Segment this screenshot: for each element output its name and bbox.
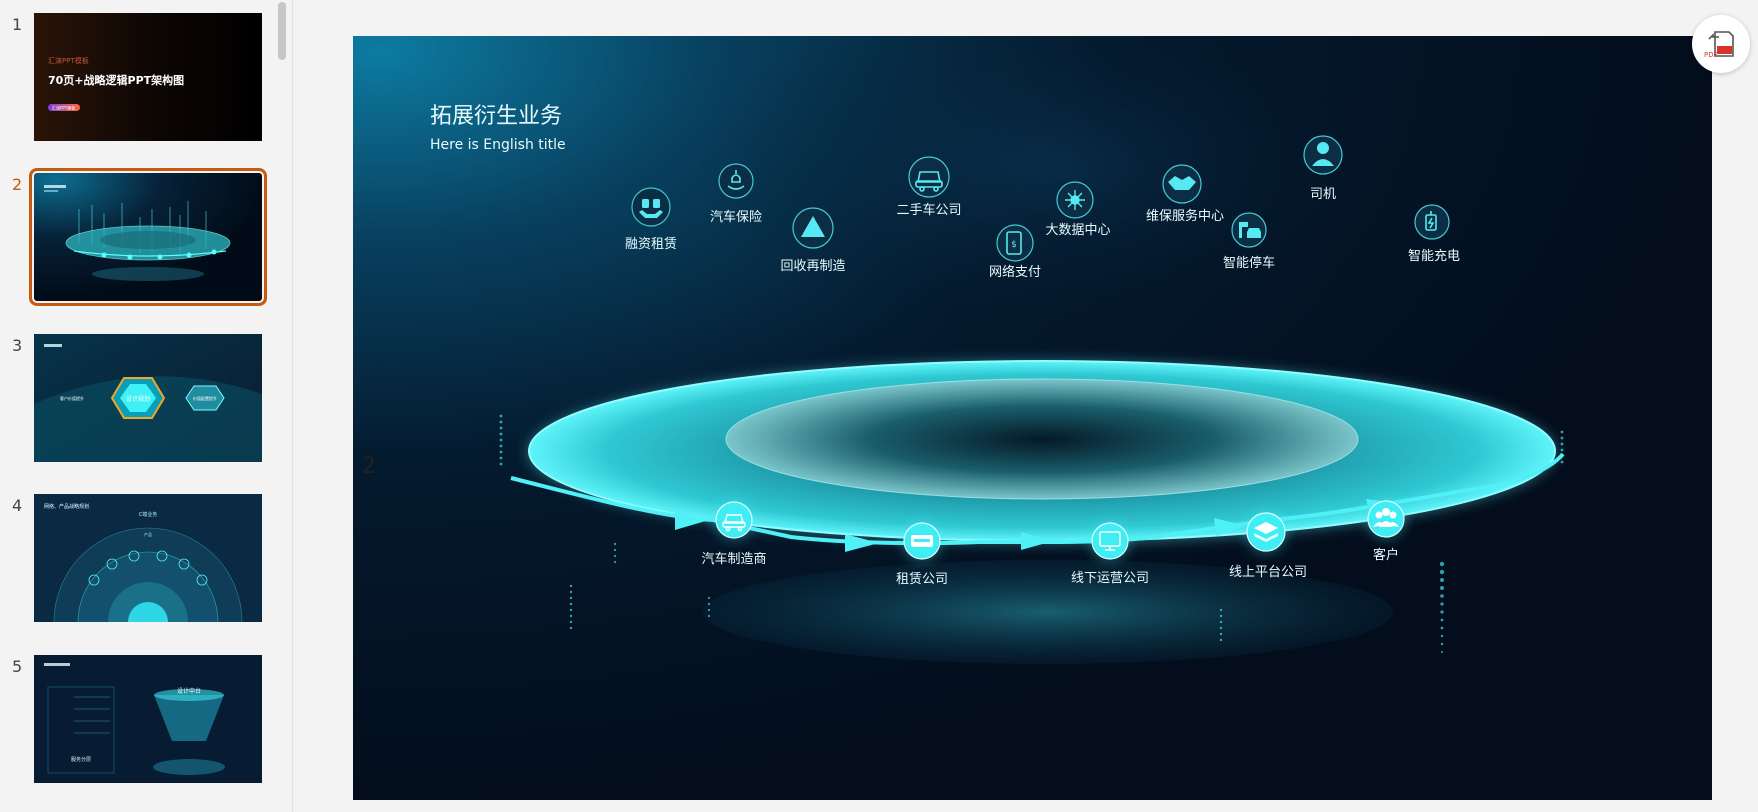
chain-node-customer[interactable]: 客户 xyxy=(1366,499,1406,563)
service-label: 回收再制造 xyxy=(780,259,845,274)
lower-disc xyxy=(703,560,1393,664)
chain-node-offline-operator[interactable]: 线下运营公司 xyxy=(1071,521,1149,586)
users-icon xyxy=(1373,508,1399,527)
thumbnail-3-preview: 设计规划 价值配置提升 客户价值提升 xyxy=(34,334,262,462)
service-node-maintenance-center[interactable]: 维保服务中心 xyxy=(1146,164,1224,224)
chain-label: 线下运营公司 xyxy=(1071,571,1149,586)
service-node-financial-leasing[interactable]: 融资租赁 xyxy=(625,187,677,252)
car-icon xyxy=(915,171,943,192)
pdf-label: PDF xyxy=(1704,51,1718,59)
service-label: 司机 xyxy=(1310,187,1336,202)
service-node-car-insurance[interactable]: 汽车保险 xyxy=(710,163,762,225)
service-label: 智能停车 xyxy=(1223,255,1275,271)
thumbnail-row-3[interactable]: 3 设计规划 价值配置提升 客户价值提升 xyxy=(0,334,280,464)
handshake-icon xyxy=(639,199,663,218)
service-label: 二手车公司 xyxy=(896,202,961,218)
thumbnail-number: 5 xyxy=(12,657,23,676)
export-pdf-button[interactable]: PDF xyxy=(1692,15,1750,73)
parking-icon xyxy=(1239,222,1261,238)
data-network-icon xyxy=(1065,190,1085,210)
chain-node-rental-company[interactable]: 租赁公司 xyxy=(896,521,948,587)
car-icon xyxy=(722,514,746,532)
insurance-hand-icon xyxy=(727,170,745,190)
thumbnail-3-left-label: 客户价值提升 xyxy=(60,395,84,401)
dot-decorations xyxy=(499,414,1564,653)
thumbnail-4-center-label: C端业务 xyxy=(139,511,158,518)
service-handshake-icon xyxy=(1168,176,1196,190)
chain-node-car-manufacturer[interactable]: 汽车制造商 xyxy=(701,500,767,567)
service-label: 维保服务中心 xyxy=(1146,208,1224,224)
slide-thumbnail-5[interactable]: 设计中台 服务分层 xyxy=(34,655,262,783)
svg-text:$: $ xyxy=(1011,240,1017,250)
slide-thumbnail-4[interactable]: 网络、产品战略规划 C端业务 产品 xyxy=(34,494,262,622)
slide-subtitle[interactable]: Here is English title xyxy=(430,137,566,153)
thumbnail-row-4[interactable]: 4 网络、产品战略规划 C端业务 产品 xyxy=(0,494,280,624)
service-node-recycling-remanufacture[interactable]: 回收再制造 xyxy=(780,207,846,274)
thumbnail-number: 4 xyxy=(12,496,23,515)
recycle-triangle-icon xyxy=(801,216,825,237)
service-label: 智能充电 xyxy=(1408,248,1460,264)
service-node-big-data-center[interactable]: 大数据中心 xyxy=(1045,181,1111,238)
thumbnail-1-title: 70页+战略逻辑PPT架构图 xyxy=(48,73,184,87)
chain-label: 客户 xyxy=(1373,547,1399,563)
thumbnail-3-right-label: 价值配置提升 xyxy=(193,395,217,401)
thumbnail-row-1[interactable]: 1 汇演PPT模板 70页+战略逻辑PPT架构图 汇演PPT模板 xyxy=(0,13,280,143)
rental-card-icon xyxy=(911,535,933,547)
slide-thumbnail-panel: 1 汇演PPT模板 70页+战略逻辑PPT架构图 汇演PPT模板 xyxy=(0,0,293,812)
chain-node-online-platform[interactable]: 线上平台公司 xyxy=(1229,511,1307,580)
service-beams xyxy=(653,226,1436,526)
thumbnail-number: 1 xyxy=(12,15,23,34)
chain-label: 线上平台公司 xyxy=(1229,565,1307,580)
thumbnail-number-active: 2 xyxy=(12,175,23,194)
sidebar-scrollbar[interactable] xyxy=(276,0,288,812)
service-label: 网络支付 xyxy=(989,264,1041,280)
chain-label: 租赁公司 xyxy=(896,572,948,587)
thumbnail-number: 3 xyxy=(12,336,23,355)
thumbnail-5-preview: 设计中台 服务分层 xyxy=(34,655,262,783)
thumbnail-4-preview: 网络、产品战略规划 C端业务 产品 xyxy=(34,494,262,622)
slide-canvas[interactable]: 拓展衍生业务 Here is English title xyxy=(353,36,1712,800)
layers-icon xyxy=(1254,522,1278,542)
thumbnail-row-2[interactable]: 2 xyxy=(0,168,280,306)
thumbnail-5-center-label: 设计中台 xyxy=(177,687,201,695)
thumbnail-4-sub-label: 产品 xyxy=(144,531,152,537)
pdf-export-icon xyxy=(1708,31,1734,57)
slide-graphic: 拓展衍生业务 Here is English title xyxy=(353,36,1712,800)
thumbnail-1-badge: 汇演PPT模板 xyxy=(52,105,75,111)
slide-title[interactable]: 拓展衍生业务 xyxy=(430,104,562,129)
slide-thumbnail-2[interactable] xyxy=(29,168,267,306)
service-node-online-payment[interactable]: $ 网络支付 xyxy=(989,224,1041,280)
service-label: 大数据中心 xyxy=(1045,223,1110,238)
thumbnail-2-preview xyxy=(34,173,262,301)
service-node-used-car-company[interactable]: 二手车公司 xyxy=(896,156,962,218)
service-node-smart-parking[interactable]: 智能停车 xyxy=(1223,212,1275,271)
inner-disc xyxy=(725,378,1359,500)
monitor-icon xyxy=(1099,531,1121,551)
chain-label: 汽车制造商 xyxy=(701,551,766,567)
thumbnail-1-preview: 汇演PPT模板 70页+战略逻辑PPT架构图 汇演PPT模板 xyxy=(34,13,262,141)
service-node-smart-charging[interactable]: 智能充电 xyxy=(1408,204,1460,264)
driver-person-icon xyxy=(1312,142,1334,166)
thumbnail-1-small-text: 汇演PPT模板 xyxy=(48,56,89,65)
thumbnail-row-5[interactable]: 5 设计中台 服务分层 xyxy=(0,655,280,785)
slide-thumbnail-1[interactable]: 汇演PPT模板 70页+战略逻辑PPT架构图 汇演PPT模板 xyxy=(34,13,262,141)
service-label: 汽车保险 xyxy=(710,209,762,225)
mobile-pay-icon: $ xyxy=(1006,231,1022,255)
charging-icon xyxy=(1425,211,1437,231)
thumbnail-4-title: 网络、产品战略规划 xyxy=(44,503,89,510)
thumbnail-5-bottom-label: 服务分层 xyxy=(71,756,91,763)
service-node-driver[interactable]: 司机 xyxy=(1303,135,1343,202)
slide-number: 2 xyxy=(362,454,376,479)
service-label: 融资租赁 xyxy=(625,237,677,252)
thumbnail-3-center-label: 设计规划 xyxy=(126,395,150,403)
slide-thumbnail-3[interactable]: 设计规划 价值配置提升 客户价值提升 xyxy=(34,334,262,462)
sidebar-scroll-thumb[interactable] xyxy=(278,2,286,60)
